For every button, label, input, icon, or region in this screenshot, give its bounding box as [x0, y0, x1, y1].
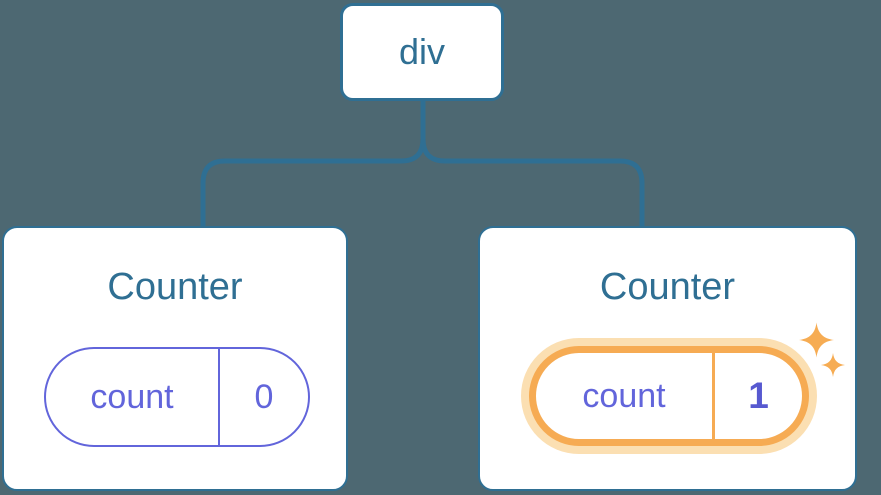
- counter-card-right: Counter count 1: [478, 226, 857, 491]
- state-pill: count 0: [44, 347, 310, 447]
- counter-card-left: Counter count 0: [2, 226, 348, 491]
- state-name: count: [582, 376, 666, 415]
- connector-left-branch: [200, 100, 426, 226]
- state-pill-highlighted: count 1: [529, 346, 809, 446]
- sparkle-star-small-icon: [821, 353, 845, 377]
- state-value: 1: [712, 353, 802, 439]
- state-value: 0: [218, 349, 308, 445]
- connector-right-branch: [420, 100, 645, 226]
- root-node-div: div: [340, 3, 504, 101]
- sparkle-star-large-icon: [799, 322, 834, 358]
- root-node-label: div: [398, 31, 446, 72]
- sparkles-icon: [797, 320, 849, 380]
- component-title: Counter: [599, 266, 736, 308]
- component-title: Counter: [107, 266, 243, 308]
- state-name: count: [90, 377, 174, 416]
